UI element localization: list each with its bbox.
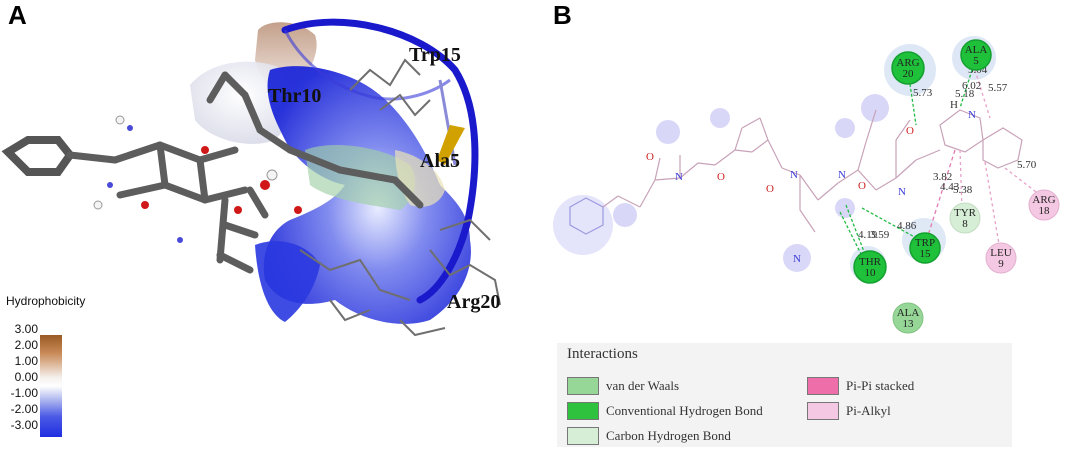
legend-label: Carbon Hydrogen Bond	[606, 428, 731, 443]
legend-item-conventional-hbond: Conventional Hydrogen Bond	[567, 402, 763, 420]
residue-number: 10	[865, 267, 877, 279]
hyd-tick: 3.00	[14, 322, 38, 336]
distance-label: 6.02	[962, 80, 981, 92]
atom-label: H	[950, 99, 958, 111]
residue-name: THR	[859, 256, 882, 268]
ligand-sticks	[1, 71, 424, 274]
residue-label-arg20: Arg20	[447, 291, 501, 313]
hyd-tick: -2.00	[10, 402, 38, 416]
ligand-atoms	[93, 115, 302, 243]
distance-label: 5.38	[953, 184, 973, 196]
receptor-sticks	[299, 58, 501, 337]
ligand-atom-labels: H N O O O O O N N N N N	[646, 99, 976, 265]
residue-number: 20	[903, 68, 915, 80]
legend-title: Interactions	[567, 346, 638, 362]
atom-label: N	[898, 186, 906, 198]
residue-arg20: ARG 20	[891, 51, 925, 85]
residue-trp15: TRP 15	[909, 232, 941, 264]
hyd-tick: 0.00	[14, 370, 38, 384]
interactions-legend	[557, 343, 1012, 447]
hydrophobicity-title: Hydrophobicity	[6, 294, 86, 308]
residue-thr10: THR 10	[853, 250, 887, 284]
residue-name: TRP	[915, 237, 935, 249]
distance-label: 4.86	[897, 220, 917, 232]
atom-label: O	[906, 125, 914, 137]
distance-label: 5.57	[988, 82, 1008, 94]
hyd-tick: 2.00	[14, 338, 38, 352]
hydrophobicity-colorbar	[40, 335, 62, 437]
residue-name: ARG	[1032, 194, 1055, 206]
legend-swatch	[567, 402, 599, 420]
distance-label: 3.59	[870, 229, 890, 241]
residue-tyr8: TYR 8	[949, 202, 981, 234]
atom-label: N	[790, 169, 798, 181]
atom-label: N	[968, 109, 976, 121]
residue-number: 13	[903, 318, 915, 330]
legend-item-pi-alkyl: Pi-Alkyl	[807, 402, 891, 420]
residue-label-trp15: Trp15	[409, 44, 461, 66]
distance-labels: 5.73 5.04 6.02 5.57 5.18 3.82 4.43 5.38 …	[858, 64, 1037, 241]
atom-label: O	[858, 180, 866, 192]
legend-label: Pi-Alkyl	[846, 403, 891, 418]
legend-swatch	[807, 402, 839, 420]
residue-leu9: LEU 9	[985, 242, 1017, 274]
residue-name: ALA	[897, 307, 920, 319]
distance-label: 5.70	[1017, 159, 1037, 171]
residue-name: TYR	[954, 207, 977, 219]
distance-label: 4.43	[940, 181, 960, 193]
distance-label: 3.82	[933, 171, 952, 183]
residue-arg18: ARG 18	[1028, 189, 1060, 221]
residue-label-thr10: Thr10	[268, 85, 322, 107]
residue-name: ARG	[896, 57, 919, 69]
hyd-tick: -3.00	[10, 418, 38, 432]
protein-backbone-ribbon	[281, 18, 479, 304]
legend-label: Pi-Pi stacked	[846, 378, 915, 393]
residue-number: 15	[920, 248, 932, 260]
residue-discs: ARG 20 ALA 5 THR 10 TRP 15 TYR 8 ARG 18	[853, 39, 1060, 334]
atom-label: O	[717, 171, 725, 183]
ligand-2d-skeleton	[569, 109, 1023, 235]
atom-label: O	[766, 183, 774, 195]
legend-item-van-der-waals: van der Waals	[567, 377, 679, 395]
legend-swatch	[807, 377, 839, 395]
hyd-tick: -1.00	[10, 386, 38, 400]
legend-swatch	[567, 377, 599, 395]
residue-ala13: ALA 13	[892, 302, 924, 334]
distance-label: 5.18	[955, 88, 975, 100]
atom-label: N	[675, 171, 683, 183]
ala5-sidechain	[437, 125, 465, 165]
distance-label: 4.19	[858, 229, 878, 241]
residue-label-ala5: Ala5	[420, 150, 460, 172]
legend-swatch	[567, 427, 599, 445]
residue-number: 9	[998, 258, 1004, 270]
molecular-surface-render	[1, 18, 501, 337]
hyd-tick: 1.00	[14, 354, 38, 368]
legend-item-carbon-hbond: Carbon Hydrogen Bond	[567, 427, 731, 445]
residue-number: 5	[973, 55, 979, 67]
residue-number: 18	[1039, 205, 1051, 217]
distance-label: 5.73	[913, 87, 933, 99]
atom-label: O	[646, 151, 654, 163]
residue-ala5: ALA 5	[960, 39, 992, 71]
residue-number: 8	[962, 218, 968, 230]
legend-label: Conventional Hydrogen Bond	[606, 403, 763, 418]
atom-label: N	[793, 253, 801, 265]
atom-label: N	[838, 169, 846, 181]
legend-label: van der Waals	[606, 378, 680, 393]
residue-name: LEU	[990, 247, 1011, 259]
residue-name: ALA	[965, 44, 988, 56]
panel-b-label: B	[553, 0, 572, 30]
legend-item-pi-pi-stacked: Pi-Pi stacked	[807, 377, 914, 395]
hydrophobic-surface	[190, 22, 471, 324]
panel-a-label: A	[8, 0, 27, 30]
